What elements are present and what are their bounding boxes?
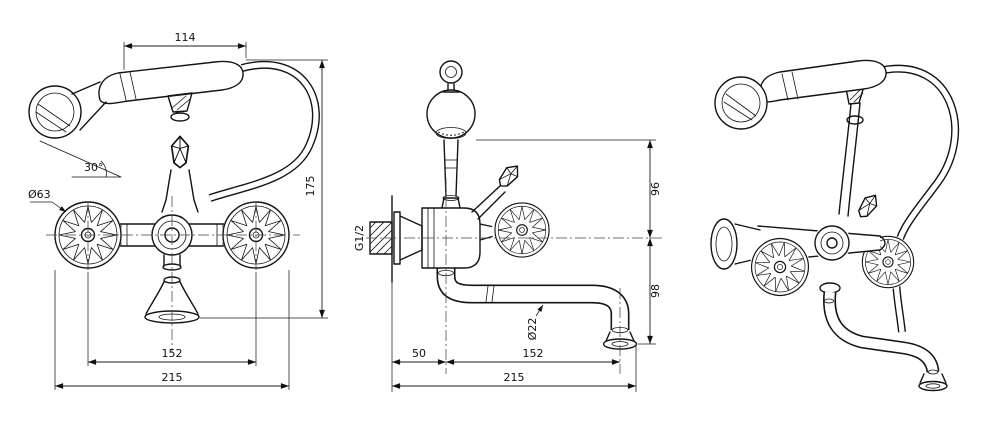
- inlet-nipple: [369, 221, 393, 255]
- wall-escutcheon: [399, 215, 423, 261]
- perspective-view: [710, 59, 960, 392]
- shower-head-perspective: [714, 76, 768, 130]
- spout-bell: [163, 254, 181, 267]
- dim-front-handle-diameter: Ø63: [28, 188, 51, 201]
- handset-cradle: [167, 92, 193, 113]
- dim-side-overall-depth: 215: [504, 371, 525, 384]
- dimensions-front: 114 175 30° Ø63 152 215: [28, 31, 328, 390]
- dim-side-wall-to-axis: 50: [412, 347, 426, 360]
- label-side-inlet-thread: G1/2: [353, 225, 366, 251]
- dim-side-lower-height: 98: [649, 284, 662, 298]
- hanger-ring: [439, 60, 463, 84]
- dim-front-handle-centers: 152: [162, 347, 183, 360]
- dim-side-spout-diameter: Ø22: [526, 318, 539, 341]
- diverter-crystal-knob-perspective: [854, 190, 882, 222]
- dimensions-side: G1/2 96 98 Ø22 50 152 215: [353, 139, 662, 392]
- dim-front-overall-height: 175: [304, 176, 317, 197]
- diverter-crystal-knob: [170, 135, 190, 169]
- dim-side-spout-reach: 152: [523, 347, 544, 360]
- shower-head-side: [426, 89, 476, 139]
- dim-front-handset-width: 114: [175, 31, 196, 44]
- dim-front-overall-width: 215: [162, 371, 183, 384]
- front-view: [28, 60, 320, 352]
- handset-grip-perspective: [759, 59, 887, 103]
- wall-flange-perspective: [710, 218, 738, 270]
- spout-outlet-perspective: [918, 380, 948, 392]
- side-view: [366, 60, 664, 374]
- angle-front-head: 30°: [84, 161, 104, 174]
- dim-side-upper-height: 96: [649, 182, 662, 196]
- handset-grip: [98, 60, 244, 105]
